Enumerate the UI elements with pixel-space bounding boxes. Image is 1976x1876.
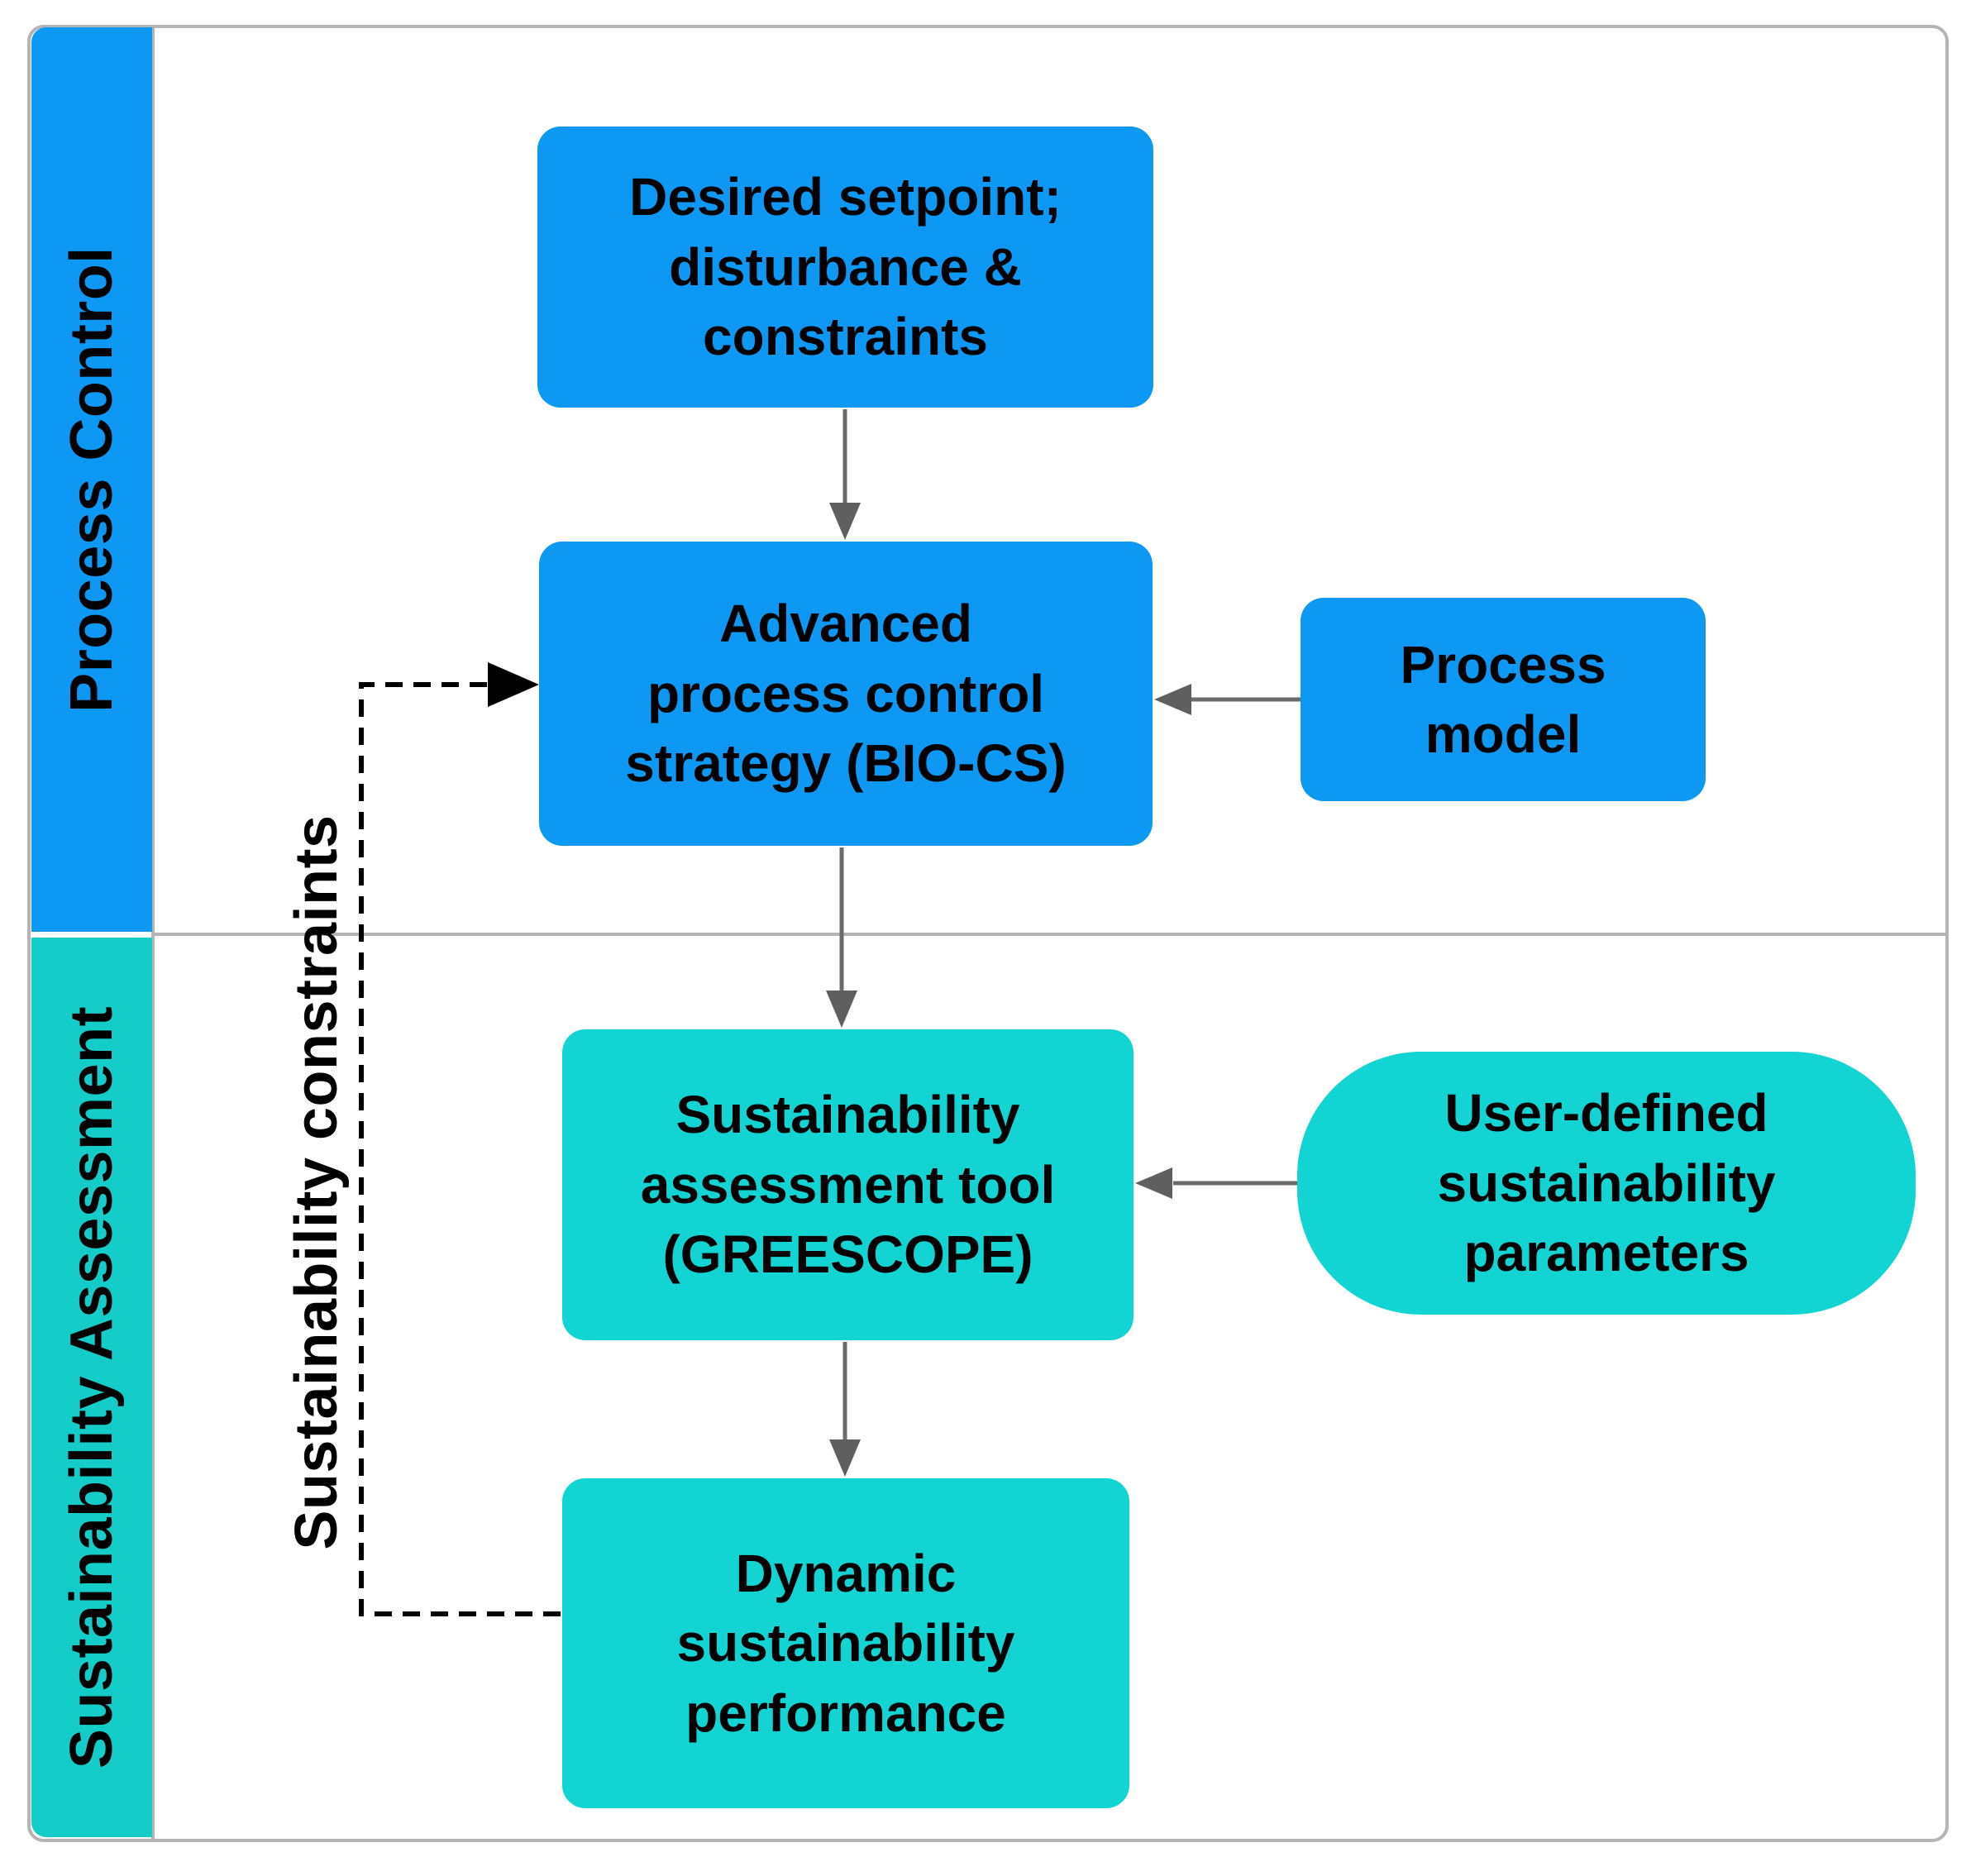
node-dynamic-performance: Dynamic sustainability performance (562, 1478, 1129, 1808)
node-bio-cs: Advanced process control strategy (BIO-C… (539, 542, 1153, 846)
node-process-model: Process model (1301, 598, 1706, 801)
node-user-params: User-defined sustainability parameters (1297, 1052, 1916, 1315)
sustainability-assessment-bar (31, 938, 152, 1837)
sidebar-divider-line (151, 26, 155, 1840)
feedback-edge-label: Sustainability constraints (284, 814, 350, 1550)
process-control-bar (31, 27, 152, 932)
process-control-label: Process Control (59, 246, 125, 713)
node-desired-setpoint: Desired setpoint; disturbance & constrai… (537, 126, 1153, 408)
section-divider-line (155, 933, 1947, 936)
node-greescope: Sustainability assessment tool (GREESCOP… (562, 1029, 1134, 1340)
sustainability-assessment-label: Sustainability Assessment (59, 1005, 125, 1769)
